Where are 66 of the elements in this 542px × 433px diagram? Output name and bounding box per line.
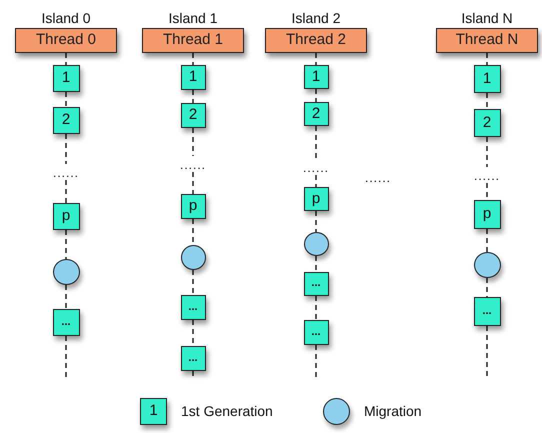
dashed-connector — [65, 230, 67, 259]
dashed-connector — [486, 183, 488, 200]
generation-box: 1 — [304, 65, 328, 89]
thread-box: Thread 2 — [265, 28, 367, 53]
dashed-connector — [65, 285, 67, 309]
generation-box: 2 — [52, 107, 80, 134]
dashed-connector — [486, 278, 488, 297]
ellipsis-text: ...... — [467, 171, 507, 179]
dashed-connector — [192, 90, 194, 103]
dashed-connector — [192, 53, 194, 65]
dashed-connector — [192, 320, 194, 346]
dashed-connector — [315, 296, 317, 320]
dashed-connector — [315, 175, 317, 187]
generation-box: 1 — [52, 65, 80, 92]
generation-box: ... — [180, 295, 206, 320]
generation-box: 2 — [474, 109, 500, 137]
generation-box: ... — [180, 346, 206, 371]
island-label: Island N — [460, 10, 514, 26]
dashed-connector — [315, 256, 317, 272]
dashed-connector — [486, 53, 488, 65]
dashed-connector — [315, 89, 317, 102]
dashed-connector — [192, 128, 194, 156]
dashed-connector — [315, 126, 317, 159]
migration-circle — [180, 245, 206, 270]
dashed-connector — [65, 92, 67, 107]
generation-box: ... — [304, 320, 328, 345]
dashed-connector — [65, 180, 67, 203]
generation-box: p — [180, 194, 206, 219]
migration-circle — [474, 252, 500, 278]
dashed-connector — [192, 172, 194, 194]
generation-box: 1 — [474, 65, 500, 93]
thread-box: Thread 1 — [142, 28, 244, 53]
migration-circle — [52, 259, 80, 285]
dashed-connector — [486, 93, 488, 109]
dashed-connector — [486, 229, 488, 252]
dashed-connector — [65, 134, 67, 164]
dashed-connector — [192, 270, 194, 295]
thread-box: Thread N — [436, 28, 538, 53]
dashed-connector — [486, 137, 488, 167]
dashed-connector — [65, 336, 67, 380]
dashed-connector — [65, 53, 67, 65]
legend-label: Migration — [364, 403, 422, 419]
dashed-connector — [315, 345, 317, 380]
island-label: Island 2 — [290, 10, 342, 26]
ellipsis-text: ...... — [365, 173, 392, 183]
generation-box: p — [474, 200, 500, 229]
ellipsis-text: ...... — [296, 163, 336, 171]
legend-swatch: 1 — [140, 398, 167, 425]
dashed-connector — [315, 211, 317, 232]
generation-box: 2 — [304, 102, 328, 126]
generation-box: p — [304, 187, 328, 211]
legend-label: 1st Generation — [181, 403, 273, 419]
island-label: Island 0 — [40, 10, 92, 26]
thread-box: Thread 0 — [15, 28, 117, 53]
migration-circle — [304, 232, 328, 256]
generation-box: ... — [304, 272, 328, 296]
generation-box: 2 — [180, 103, 206, 128]
generation-box: ... — [474, 297, 500, 326]
ellipsis-text: ...... — [173, 160, 213, 168]
ellipsis-text: ...... — [46, 168, 86, 176]
generation-box: ... — [52, 309, 80, 336]
dashed-connector — [315, 53, 317, 65]
island-label: Island 1 — [167, 10, 219, 26]
generation-box: p — [52, 203, 80, 230]
generation-box: 1 — [180, 65, 206, 90]
dashed-connector — [192, 219, 194, 245]
